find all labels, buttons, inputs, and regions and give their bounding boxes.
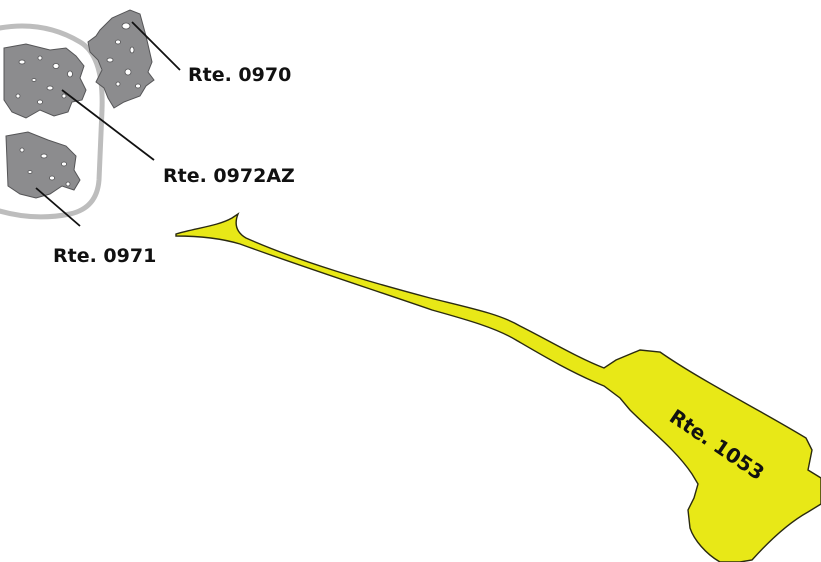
route-label-0972az: Rte. 0972AZ <box>163 165 295 187</box>
leader-line-0971 <box>35 187 81 227</box>
route-label-0970: Rte. 0970 <box>188 64 291 86</box>
route-0971-area[interactable] <box>5 131 81 199</box>
leader-line-0972az <box>61 89 155 161</box>
route-0972az-area[interactable] <box>3 43 87 119</box>
route-1053-area[interactable] <box>175 212 821 562</box>
route-label-0971: Rte. 0971 <box>53 245 156 267</box>
leader-line-0970 <box>131 21 181 71</box>
route-0970-area[interactable] <box>87 9 155 109</box>
service-area-outline <box>0 23 105 220</box>
